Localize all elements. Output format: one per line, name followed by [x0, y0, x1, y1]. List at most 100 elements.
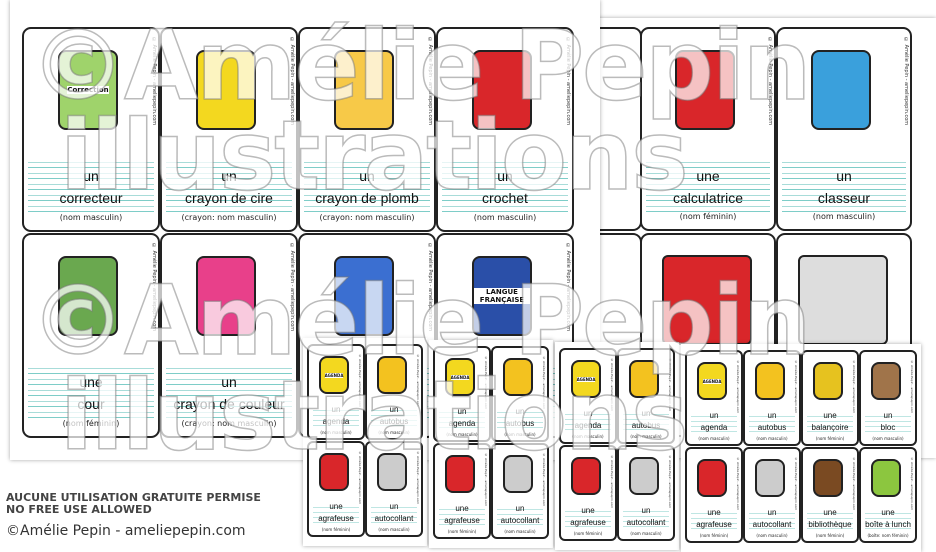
card-credit: © Amélie Pepin - ameliepepin.com	[484, 453, 488, 507]
writing-lines	[749, 509, 795, 533]
schoolyard-icon	[58, 255, 118, 336]
bookcase-icon	[813, 459, 843, 497]
word: autobus	[631, 421, 661, 430]
word: agrafeuse	[318, 514, 354, 523]
card-credit: © Amélie Pepin - ameliepepin.com	[427, 37, 433, 126]
notice-en: NO FREE USE ALLOWED	[6, 503, 152, 516]
word: agrafeuse	[444, 516, 480, 525]
word: cour	[77, 396, 105, 412]
icon-label: AGENDA	[450, 374, 470, 380]
article: un	[331, 405, 341, 414]
grammar-note: (crayon: nom masculin)	[181, 419, 277, 428]
writing-lines	[623, 410, 669, 434]
word: bloc	[880, 423, 896, 432]
writing-lines	[439, 408, 485, 432]
writing-lines	[807, 412, 853, 436]
grammar-note: (nom masculin)	[378, 430, 410, 435]
writing-lines	[313, 503, 359, 527]
article: un	[515, 407, 525, 416]
grammar-note: (nom masculin)	[504, 432, 536, 437]
word: balançoire	[811, 423, 849, 432]
writing-lines	[371, 503, 417, 527]
sticker-icon	[377, 453, 407, 491]
binder-icon	[662, 255, 752, 345]
card-illustration	[786, 37, 896, 142]
writing-lines	[691, 412, 737, 436]
blocks-icon	[871, 362, 901, 400]
grammar-note: (nom féminin)	[447, 529, 477, 534]
grammar-note: (nom masculin)	[320, 430, 352, 435]
card-credit: © Amélie Pepin - ameliepepin.com	[794, 457, 798, 511]
article: une	[823, 411, 837, 420]
grammar-note: (nom féminin)	[699, 533, 729, 538]
grammar-note: (crayon: nom masculin)	[181, 213, 277, 222]
card-credit: © Amélie Pepin - ameliepepin.com	[767, 37, 773, 126]
word: agenda	[322, 417, 350, 426]
card-credit: © Amélie Pepin - ameliepepin.com	[289, 37, 295, 126]
card-illustration: AGENDA	[691, 356, 733, 406]
card-illustration	[749, 356, 791, 406]
card-illustration	[32, 243, 144, 348]
writing-lines	[749, 412, 795, 436]
article: un	[389, 405, 399, 414]
writing-lines	[807, 509, 853, 533]
card-credit: © Amélie Pepin - ameliepepin.com	[736, 457, 740, 511]
word: autobus	[505, 419, 535, 428]
card-illustration	[371, 350, 413, 400]
card-credit: © Amélie Pepin - ameliepepin.com	[358, 451, 362, 505]
card-illustration	[497, 449, 539, 499]
article: un	[641, 409, 651, 418]
card-credit: © Amélie Pepin - ameliepepin.com	[542, 453, 546, 507]
notice-fr: AUCUNE UTILISATION GRATUITE PERMISE	[6, 491, 261, 504]
copyright: ©Amélie Pepin - ameliepepin.com	[6, 523, 246, 539]
grammar-note: (nom féminin)	[62, 419, 120, 428]
writing-lines	[865, 412, 911, 436]
word: agenda	[700, 423, 728, 432]
card-illustration: LANGUE FRANÇAISE	[446, 243, 558, 348]
card-illustration	[446, 37, 558, 142]
icon-label: AGENDA	[324, 372, 344, 378]
card-illustration	[807, 356, 849, 406]
writing-lines	[565, 410, 611, 434]
article: un	[515, 504, 525, 513]
writing-lines	[304, 157, 430, 213]
flashcard: Correction© Amélie Pepin - ameliepepin.c…	[22, 27, 160, 232]
writing-lines	[865, 509, 911, 533]
word: boîte à lunch	[865, 520, 911, 529]
writing-lines	[565, 507, 611, 531]
agenda-icon: AGENDA	[319, 356, 349, 394]
card-credit: © Amélie Pepin - ameliepepin.com	[151, 37, 157, 126]
grammar-note: (nom masculin)	[572, 434, 604, 439]
card-credit: © Amélie Pepin - ameliepepin.com	[416, 451, 420, 505]
article: un	[83, 168, 99, 184]
flashcard: © Amélie Pepin - ameliepepin.com un autobu…	[491, 346, 549, 442]
article: une	[329, 502, 343, 511]
agenda-icon: AGENDA	[445, 358, 475, 396]
card-credit: © Amélie Pepin - ameliepepin.com	[794, 360, 798, 414]
card-illustration	[691, 453, 733, 503]
bus-icon	[503, 358, 533, 396]
card-credit: © Amélie Pepin - ameliepepin.com	[542, 356, 546, 410]
